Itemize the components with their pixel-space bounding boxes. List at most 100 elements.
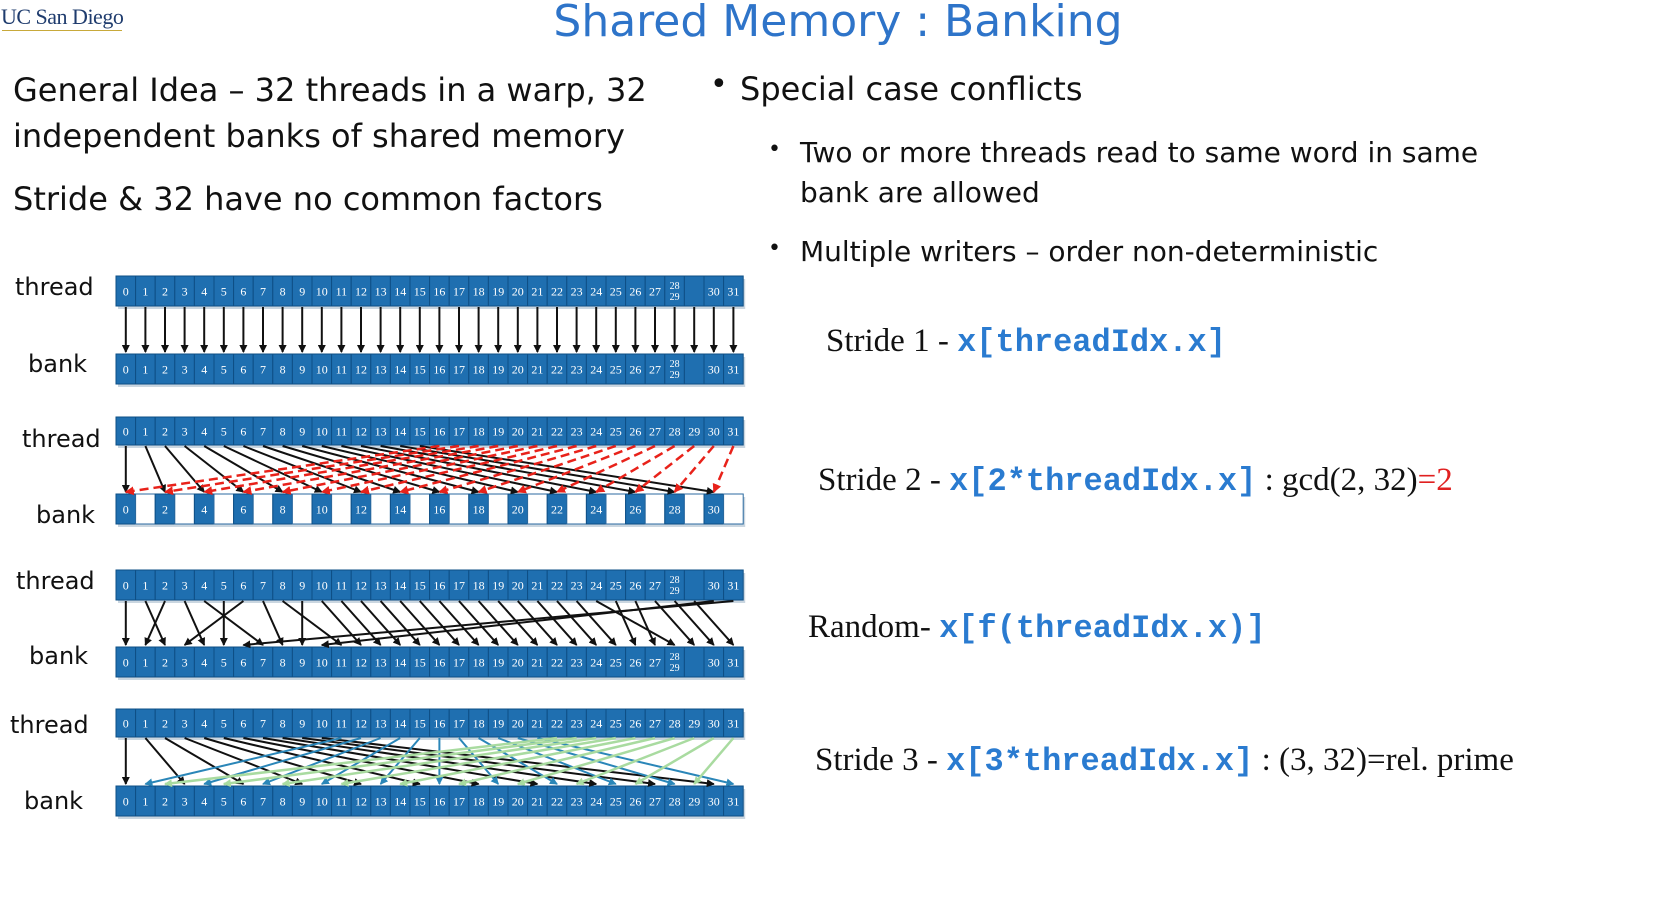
access-arrow — [164, 445, 205, 493]
thread-number: 2 — [162, 285, 168, 299]
access-arrow — [144, 600, 166, 646]
thread-number: 21 — [531, 285, 543, 299]
bank-cell — [370, 493, 391, 525]
thread-number: 25 — [610, 579, 622, 593]
access-arrow — [673, 445, 715, 493]
bank-number: 18 — [473, 656, 485, 670]
multiple-writers: Multiple writers – order non-determinist… — [800, 235, 1379, 268]
access-arrow — [301, 445, 480, 495]
thread-number: 23 — [571, 425, 583, 439]
access-arrow — [340, 736, 617, 787]
access-arrow — [516, 444, 636, 494]
thread-number: 27 — [649, 579, 661, 593]
bank-number: 30 — [708, 503, 720, 517]
bank-cell — [331, 493, 352, 525]
thread-number: 22 — [551, 285, 563, 299]
thread-number: 7 — [260, 425, 266, 439]
bank-number: 0 — [123, 503, 129, 517]
thread-number: 15 — [414, 579, 426, 593]
bank-number: 3 — [182, 363, 188, 377]
bank-number: 28 — [669, 795, 681, 809]
thread-number: 5 — [221, 425, 227, 439]
thread-number: 30 — [708, 425, 720, 439]
bank-cell — [683, 493, 705, 525]
access-arrow — [282, 445, 441, 494]
access-arrow — [243, 445, 362, 494]
bank-number: 21 — [531, 363, 543, 377]
thread-number: 30 — [708, 717, 720, 731]
thread-number: 31 — [727, 717, 739, 731]
thread-number: 18 — [473, 285, 485, 299]
bank-number: 5 — [221, 795, 227, 809]
same-word-line1: Two or more threads read to same word in… — [800, 136, 1479, 169]
bank-cell — [683, 646, 705, 678]
bank-number: 7 — [260, 363, 266, 377]
thread-number: 1 — [142, 285, 148, 299]
bank-cell — [174, 493, 195, 525]
access-stride1: Stride 1 - x[threadIdx.x] — [826, 323, 1226, 361]
bank-number: 19 — [492, 656, 504, 670]
thread-number: 10 — [316, 425, 328, 439]
thread-number: 1 — [142, 579, 148, 593]
thread-label: thread — [16, 567, 95, 595]
bank-number: 22 — [551, 656, 563, 670]
thread-number: 23 — [571, 717, 583, 731]
thread-number: 26 — [629, 285, 641, 299]
bank-number: 23 — [571, 795, 583, 809]
access-arrow — [712, 445, 735, 493]
bank-number: 27 — [649, 795, 661, 809]
thread-number: 9 — [299, 717, 305, 731]
bank-number: 1 — [142, 363, 148, 377]
bank-cell — [409, 493, 431, 525]
thread-number: 11 — [336, 285, 348, 299]
access-arrow — [262, 445, 402, 494]
bank-number: 20 — [512, 795, 524, 809]
bank-number: 26 — [629, 503, 641, 517]
thread-number: 29 — [670, 586, 680, 597]
bank-number: 23 — [571, 656, 583, 670]
access-arrow — [419, 600, 460, 646]
bank-number: 22 — [551, 503, 563, 517]
bank-number: 11 — [336, 363, 348, 377]
thread-number: 1 — [142, 425, 148, 439]
thread-number: 30 — [708, 579, 720, 593]
thread-cell — [723, 708, 744, 738]
thread-number: 8 — [280, 425, 286, 439]
bank-cell — [291, 493, 313, 525]
bank-number: 18 — [473, 503, 485, 517]
bank-number: 26 — [629, 656, 641, 670]
bank-cell — [566, 493, 587, 525]
bank-number: 14 — [394, 656, 406, 670]
thread-number: 4 — [201, 579, 207, 593]
bank-number: 11 — [336, 656, 348, 670]
thread-number: 5 — [221, 579, 227, 593]
bank-number: 22 — [551, 363, 563, 377]
thread-number: 22 — [551, 579, 563, 593]
thread-cell — [683, 275, 705, 307]
thread-number: 14 — [394, 579, 406, 593]
access-arrow — [203, 444, 479, 496]
bank-number: 3 — [182, 795, 188, 809]
thread-number: 22 — [551, 425, 563, 439]
access-arrow — [693, 600, 735, 646]
bank-number: 28 — [670, 359, 680, 370]
access-arrow — [281, 444, 519, 495]
bank-number: 30 — [708, 795, 720, 809]
thread-number: 17 — [453, 579, 465, 593]
bank-number: 16 — [433, 503, 445, 517]
thread-number: 24 — [590, 717, 602, 731]
access-arrow — [242, 444, 499, 496]
access-prefix: Stride 3 - — [815, 742, 947, 778]
bank-cell — [487, 493, 509, 525]
access-arrow — [321, 600, 362, 646]
bank-number: 6 — [240, 503, 246, 517]
bank-number: 21 — [531, 656, 543, 670]
thread-number: 18 — [473, 579, 485, 593]
bank-cell — [605, 493, 627, 525]
bank-number: 1 — [142, 795, 148, 809]
bank-cell — [723, 646, 744, 678]
bank-number: 7 — [260, 656, 266, 670]
bank-number: 28 — [669, 503, 681, 517]
access-arrow — [340, 600, 382, 646]
access-arrow — [124, 444, 440, 496]
